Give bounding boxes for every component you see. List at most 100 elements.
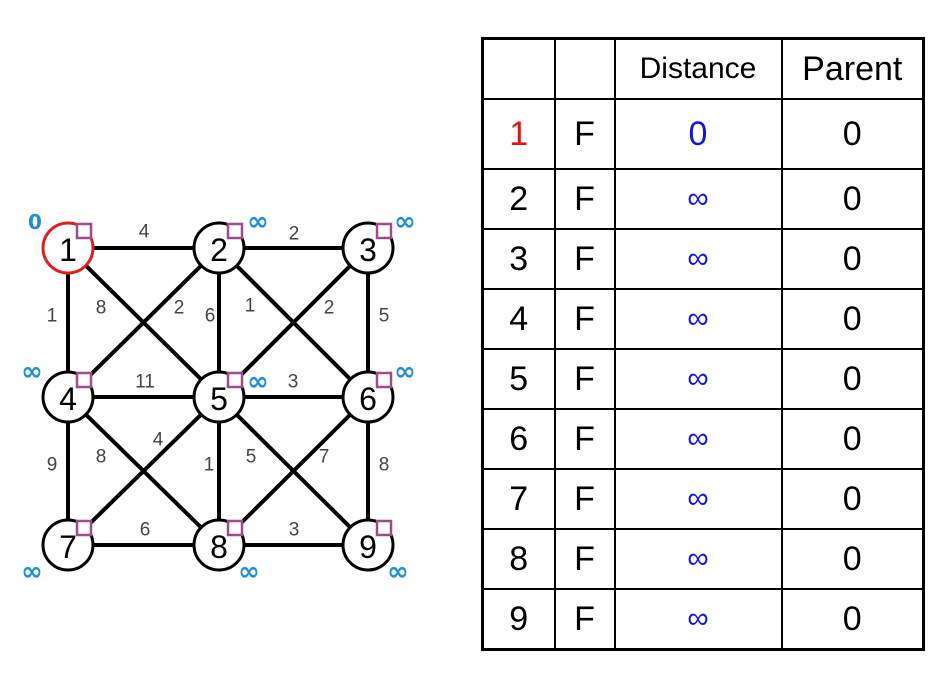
- vertex-8: 8∞: [192, 518, 260, 587]
- visited-marker-box: [75, 371, 93, 389]
- cell-parent: 0: [780, 228, 925, 290]
- cell-known: F: [553, 528, 616, 590]
- cell-vertex: 7: [481, 468, 556, 530]
- cell-parent: 0: [780, 588, 925, 651]
- table-header-row: Distance Parent: [481, 37, 925, 100]
- edge-weight-3-6: 5: [379, 306, 390, 327]
- visited-marker-box: [226, 222, 244, 240]
- edge-weight-4-8: 8: [96, 447, 107, 468]
- vertex-distance: ∞: [238, 557, 260, 587]
- cell-parent: 0: [780, 408, 925, 470]
- edge-weight-6-8: 7: [319, 447, 330, 468]
- edge-weight-6-9: 8: [379, 455, 390, 476]
- cell-vertex: 4: [481, 288, 556, 350]
- vertex-label: 6: [359, 381, 377, 417]
- cell-distance: ∞: [613, 168, 783, 230]
- vertex-9: 9∞: [341, 518, 409, 587]
- cell-vertex: 8: [481, 528, 556, 590]
- vertex-label: 9: [359, 529, 377, 565]
- cell-parent: 0: [780, 468, 925, 530]
- cell-vertex: 2: [481, 168, 556, 230]
- vertex-6: 6∞: [341, 357, 416, 424]
- vertex-4: 4∞: [21, 357, 95, 424]
- edge-weight-5-6: 3: [288, 372, 299, 393]
- visited-marker-box: [226, 371, 244, 389]
- cell-parent: 0: [780, 348, 925, 410]
- vertex-label: 4: [59, 381, 77, 417]
- cell-vertex: 5: [481, 348, 556, 410]
- vertex-1: 10: [28, 210, 95, 275]
- vertex-3: 3∞: [341, 207, 416, 275]
- edge-weight-1-2: 4: [139, 222, 150, 243]
- header-vertex: [481, 37, 556, 100]
- vertex-distance: ∞: [394, 357, 416, 387]
- vertex-label: 5: [210, 381, 228, 417]
- edge-weight-4-7: 9: [47, 455, 58, 476]
- cell-distance: ∞: [613, 468, 783, 530]
- edge-weight-2-5: 6: [205, 306, 216, 327]
- vertex-label: 3: [359, 232, 377, 268]
- cell-vertex: 6: [481, 408, 556, 470]
- cell-parent: 0: [780, 98, 925, 170]
- cell-vertex: 3: [481, 228, 556, 290]
- visited-marker-box: [375, 222, 393, 240]
- vertex-distance: 0: [28, 210, 42, 234]
- cell-distance: ∞: [613, 408, 783, 470]
- cell-known: F: [553, 588, 616, 651]
- vertex-label: 1: [59, 232, 77, 268]
- edge-6-8: [217, 395, 370, 547]
- visited-marker-box: [375, 371, 393, 389]
- cell-known: F: [553, 348, 616, 410]
- header-distance: Distance: [613, 37, 783, 100]
- nodes-layer: 102∞3∞4∞5∞6∞7∞8∞9∞: [21, 207, 416, 587]
- vertex-label: 8: [210, 529, 228, 565]
- cell-known: F: [553, 228, 616, 290]
- visited-marker-box: [375, 519, 393, 537]
- edge-weight-2-6: 1: [245, 296, 256, 317]
- vertex-distance: ∞: [247, 367, 269, 397]
- visited-marker-box: [75, 222, 93, 240]
- vertex-5: 5∞: [192, 367, 269, 424]
- header-known: [553, 37, 616, 100]
- edge-3-5: [217, 246, 370, 399]
- edge-weight-1-5: 8: [96, 298, 107, 319]
- edge-weight-8-9: 3: [289, 520, 300, 541]
- cell-parent: 0: [780, 168, 925, 230]
- header-parent: Parent: [780, 37, 925, 100]
- cell-distance: ∞: [613, 588, 783, 651]
- vertex-distance: ∞: [21, 357, 43, 387]
- edge-weight-7-8: 6: [140, 520, 151, 541]
- vertex-distance: ∞: [21, 557, 43, 587]
- cell-distance: ∞: [613, 348, 783, 410]
- cell-distance: ∞: [613, 288, 783, 350]
- edge-weight-3-5: 2: [324, 298, 335, 319]
- cell-parent: 0: [780, 288, 925, 350]
- edge-weight-2-4: 2: [174, 298, 185, 319]
- vertex-7: 7∞: [21, 518, 95, 587]
- edge-weight-2-3: 2: [289, 224, 300, 245]
- cell-distance: ∞: [613, 528, 783, 590]
- cell-known: F: [553, 288, 616, 350]
- vertex-2: 2∞: [192, 207, 269, 275]
- edge-2-4: [66, 246, 221, 399]
- edge-weight-5-9: 5: [246, 447, 257, 468]
- vertex-distance: ∞: [387, 557, 409, 587]
- edge-5-7: [66, 395, 221, 547]
- cell-vertex: 1: [481, 98, 556, 170]
- visited-marker-box: [226, 519, 244, 537]
- cell-parent: 0: [780, 528, 925, 590]
- cell-vertex: 9: [481, 588, 556, 651]
